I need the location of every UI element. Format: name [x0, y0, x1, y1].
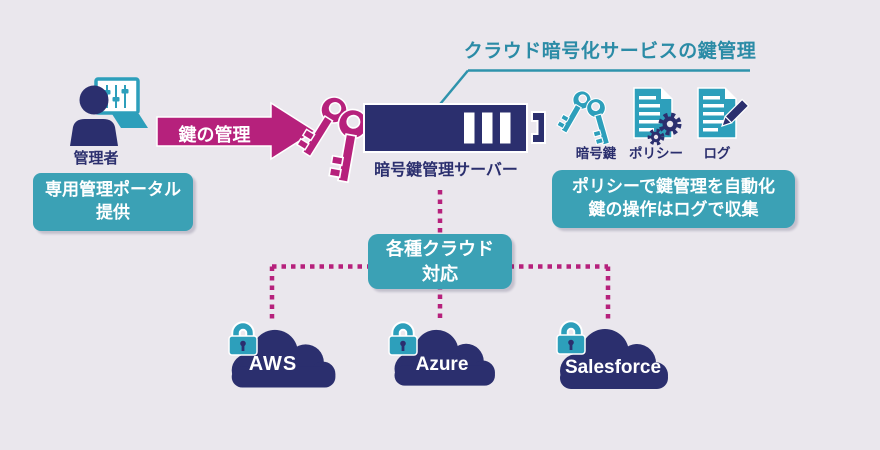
- dotted-connectors: [269, 190, 611, 321]
- portal-box: 専用管理ポータル 提供: [33, 173, 193, 231]
- arrow-label: 鍵の管理: [178, 125, 251, 145]
- portal-box-line1: 専用管理ポータル: [45, 180, 181, 200]
- multicloud-box: 各種クラウド 対応: [368, 234, 512, 289]
- key-server-icon: [363, 103, 546, 153]
- feature-label-log: ログ: [703, 146, 731, 161]
- feature-label-keys: 暗号鍵: [575, 146, 617, 161]
- key-management-arrow: [156, 101, 317, 161]
- cloud-label-aws: AWS: [248, 353, 298, 375]
- portal-box-line2: 提供: [96, 203, 130, 222]
- policy-document-gears-icon: [633, 87, 682, 146]
- cloud-label-salesforce: Salesforce: [564, 357, 662, 378]
- multicloud-box-line1: 各種クラウド: [386, 239, 494, 260]
- cloud-label-azure: Azure: [415, 354, 469, 375]
- pencil-icon: [721, 98, 750, 127]
- feature-label-policy: ポリシー: [629, 146, 683, 161]
- server-label: 暗号鍵管理サーバー: [374, 162, 518, 179]
- policy-log-box-line1: ポリシーで鍵管理を自動化: [572, 177, 775, 197]
- gear-icon: [647, 112, 682, 146]
- policy-log-box: ポリシーで鍵管理を自動化 鍵の操作はログで収集: [552, 170, 795, 228]
- policy-log-box-line2: 鍵の操作はログで収集: [588, 200, 759, 219]
- diagram-title: クラウド暗号化サービスの鍵管理: [463, 41, 757, 62]
- log-document-pencil-icon: [697, 87, 750, 139]
- lock-icon: [557, 325, 585, 354]
- admin-label: 管理者: [73, 150, 119, 167]
- multicloud-box-line2: 対応: [422, 263, 458, 284]
- title-callout-line: [435, 69, 750, 110]
- lock-icon: [389, 326, 417, 355]
- encryption-keys-icon: [555, 87, 616, 148]
- admin-person-laptop-icon: [70, 77, 148, 146]
- lock-icon: [229, 326, 257, 355]
